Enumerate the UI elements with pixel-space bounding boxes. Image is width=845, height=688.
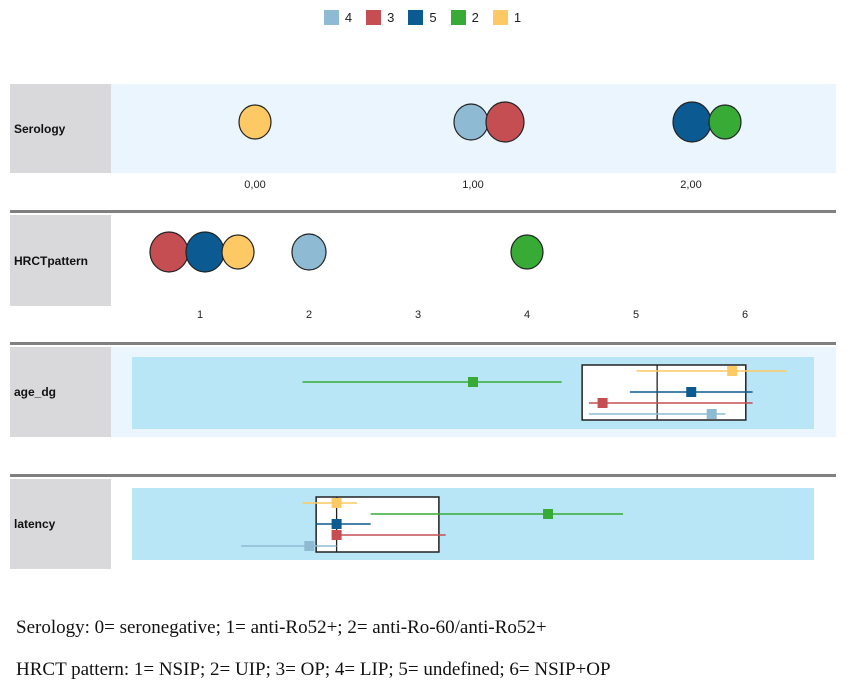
legend-swatch — [408, 10, 424, 25]
cluster-3-point — [485, 101, 525, 143]
legend-label: 1 — [513, 10, 522, 25]
separator — [10, 342, 836, 345]
tick-label: 3 — [415, 309, 421, 321]
legend: 4 3 5 2 1 — [0, 10, 845, 25]
row-label-latency: latency — [10, 479, 111, 569]
tick-label: 6 — [742, 309, 748, 321]
tick-label: 5 — [633, 309, 639, 321]
legend-swatch — [492, 10, 508, 25]
legend-item-5: 5 — [408, 10, 437, 25]
row-label-age: age_dg — [10, 347, 111, 437]
separator — [10, 474, 836, 477]
row-label-hrct: HRCTpattern — [10, 215, 111, 306]
cluster-1-point — [221, 234, 255, 270]
legend-swatch — [323, 10, 339, 25]
cluster-4-point — [453, 103, 489, 141]
legend-item-1: 1 — [492, 10, 522, 25]
legend-swatch — [366, 10, 382, 25]
cluster-3-median — [331, 530, 342, 540]
cluster-3-point — [149, 231, 189, 273]
cluster-2-median — [468, 377, 478, 387]
cluster-1-median — [331, 498, 342, 508]
separator — [10, 210, 836, 213]
cluster-2-point — [708, 104, 742, 140]
legend-item-2: 2 — [450, 10, 479, 25]
cluster-4-median — [706, 409, 717, 419]
tick-label: 0,00 — [244, 179, 265, 191]
serology-note: Serology: 0= seronegative; 1= anti-Ro52+… — [16, 617, 547, 638]
row-label-serology: Serology — [10, 84, 111, 173]
latency-band — [132, 488, 814, 560]
cluster-5-median — [686, 387, 697, 397]
legend-label: 4 — [344, 10, 353, 25]
legend-item-3: 3 — [366, 10, 394, 25]
legend-label: 5 — [429, 10, 437, 25]
tick-label: 2,00 — [680, 179, 701, 191]
legend-label: 3 — [387, 10, 395, 25]
cluster-4-point — [291, 233, 327, 271]
cluster-3-median — [597, 398, 608, 408]
tick-label: 1 — [197, 309, 203, 321]
hrct-note: HRCT pattern: 1= NSIP; 2= UIP; 3= OP; 4=… — [16, 659, 611, 680]
cluster-5-median — [331, 519, 342, 529]
cluster-4-median — [304, 541, 315, 551]
cluster-1-median — [727, 366, 738, 376]
cluster-5-point — [672, 101, 712, 143]
tick-label: 1,00 — [462, 179, 483, 191]
legend-item-4: 4 — [323, 10, 353, 25]
legend-label: 2 — [471, 10, 479, 25]
cluster-2-median — [543, 509, 554, 519]
cluster-1-point — [238, 104, 272, 140]
cluster-5-point — [185, 231, 225, 273]
legend-swatch — [450, 10, 466, 25]
tick-label: 2 — [306, 309, 312, 321]
tick-label: 4 — [524, 309, 530, 321]
cluster-2-point — [510, 234, 544, 270]
